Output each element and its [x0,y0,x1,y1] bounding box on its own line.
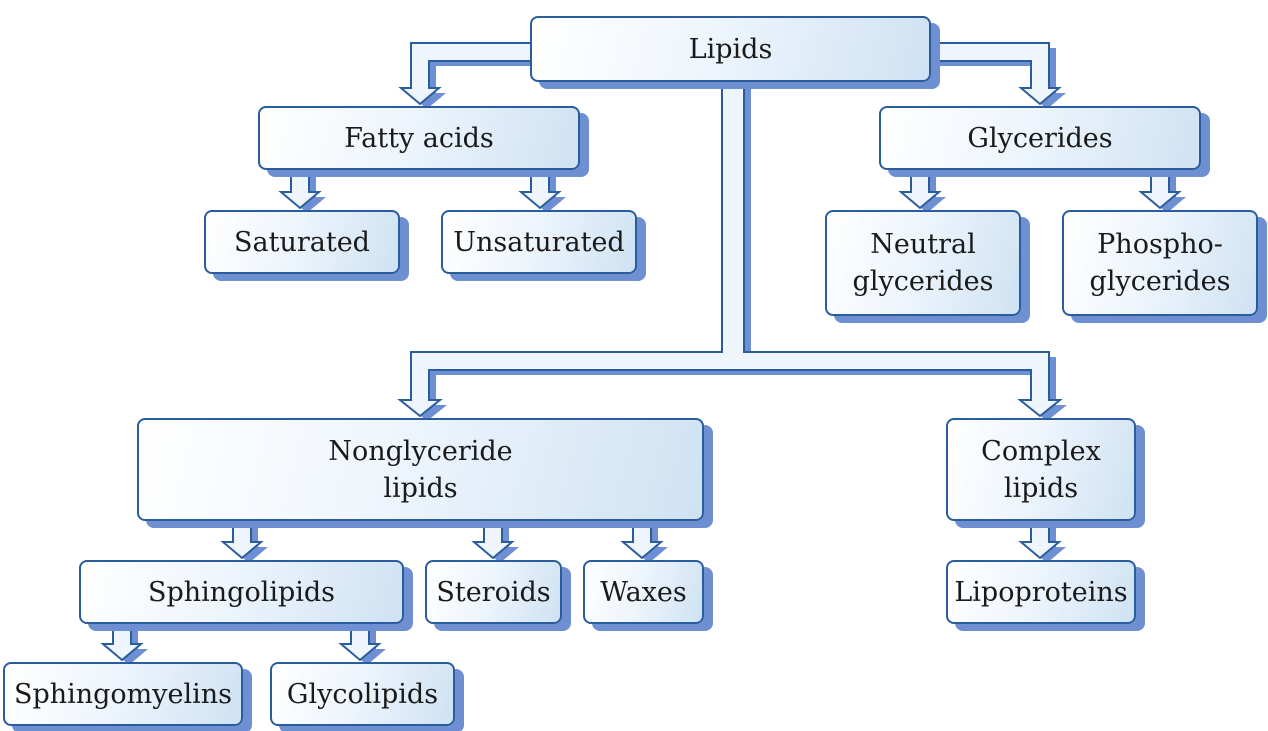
arrow-fatty-acids-to-saturated [278,169,322,210]
node-waxes-label: Waxes [600,576,687,608]
node-glycolipids-label: Glycolipids [286,678,439,710]
node-saturated-label: Saturated [234,226,370,258]
node-steroids: Steroids [425,560,562,624]
node-sphingomyelins: Sphingomyelins [3,662,243,726]
node-steroids-label: Steroids [436,576,551,608]
arrow-lipids-trunk [397,81,1063,418]
node-phosphoglycerides-label: Phospho- glycerides [1089,229,1231,297]
arrow-fatty-acids-to-unsaturated [518,169,562,210]
node-fatty-acids: Fatty acids [258,106,580,170]
arrow-lipids-to-fatty-acids [398,42,532,106]
node-waxes: Waxes [583,560,704,624]
node-lipids-label: Lipids [688,33,773,65]
node-saturated: Saturated [204,210,400,274]
node-complex-lipids: Complex lipids [946,418,1136,521]
arrow-nonglyceride-to-sphingolipids [220,520,264,560]
node-unsaturated-label: Unsaturated [453,226,625,258]
node-complex-lipids-label: Complex lipids [981,435,1101,504]
node-glycerides-label: Glycerides [967,122,1113,154]
node-sphingolipids: Sphingolipids [79,560,404,624]
node-nonglyceride-lipids-label: Nonglyceride lipids [328,435,513,504]
node-glycerides: Glycerides [879,106,1201,170]
arrow-glycerides-to-phospho [1138,169,1182,210]
arrow-nonglyceride-to-steroids [471,520,515,560]
node-nonglyceride-lipids: Nonglyceride lipids [137,418,704,521]
node-lipids: Lipids [530,16,931,82]
node-phosphoglycerides: Phospho- glycerides [1062,210,1258,316]
node-unsaturated: Unsaturated [441,210,637,274]
node-fatty-acids-label: Fatty acids [344,122,494,154]
arrow-lipids-to-fatty-acids-shadow [408,48,538,109]
node-lipoproteins-label: Lipoproteins [954,576,1128,608]
node-sphingolipids-label: Sphingolipids [147,576,336,608]
node-glycolipids: Glycolipids [270,662,455,726]
arrow-sphingolipids-to-glycolipids [338,623,382,662]
arrow-glycerides-to-neutral [898,169,942,210]
node-neutral-glycerides: Neutral glycerides [825,210,1021,316]
arrow-lipids-to-glycerides [929,42,1062,106]
arrow-nonglyceride-to-waxes [620,520,664,560]
node-sphingomyelins-label: Sphingomyelins [13,678,233,710]
node-lipoproteins: Lipoproteins [946,560,1136,624]
node-neutral-glycerides-label: Neutral glycerides [852,229,994,297]
arrow-complex-to-lipoproteins [1018,520,1062,560]
arrow-sphingolipids-to-sphingomyelins [100,623,144,662]
